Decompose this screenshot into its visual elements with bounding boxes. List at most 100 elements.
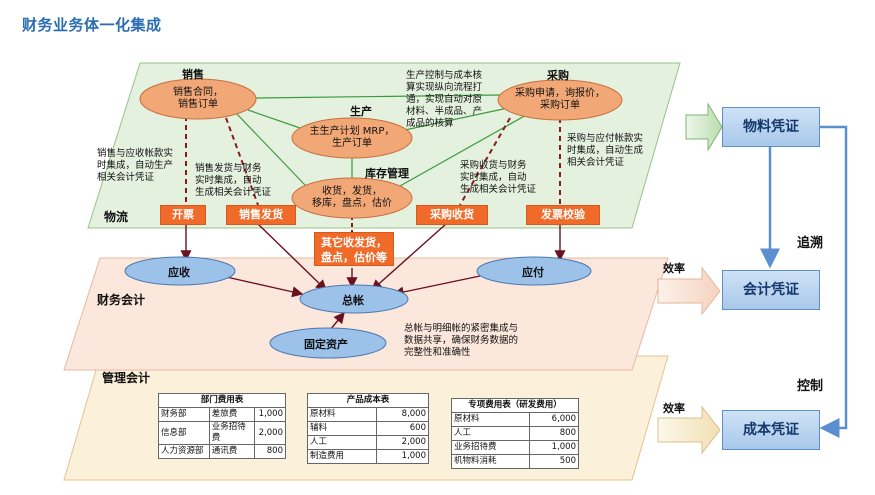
accounting-voucher-box[interactable]: 会计凭证	[722, 270, 820, 310]
arrow-ar-gl	[221, 275, 304, 298]
dept-expense-table: 部门费用表 财务部 差旅费 1,000 信息部 业务招待费 2,000 人力资源…	[158, 393, 287, 459]
table-row: 机物料消耗 500	[450, 454, 579, 469]
sales-ellipse[interactable]	[139, 78, 257, 120]
purchase-label: 采购	[547, 69, 569, 82]
table-row: 制造费用 1,000	[306, 449, 429, 464]
page-title: 财务业务体一化集成	[22, 16, 162, 34]
control-arrow	[818, 125, 848, 438]
event-sales-ship[interactable]: 销售发货	[226, 205, 296, 225]
table-row: 人工 2,000	[306, 435, 429, 450]
cost-voucher-box[interactable]: 成本凭证	[722, 410, 820, 450]
arrow-to-accounting-voucher	[657, 266, 721, 316]
production-ellipse[interactable]	[291, 117, 413, 159]
product-table-title: 产品成本表	[307, 393, 429, 408]
inventory-content: 收货，发货， 移库，盘点，估价	[312, 186, 392, 209]
event-invoice-verify[interactable]: 发票校验	[526, 205, 600, 225]
finance-plane	[63, 257, 669, 371]
production-label: 生产	[350, 105, 372, 118]
link-inventory-purchase	[399, 113, 529, 187]
gl-ellipse[interactable]	[299, 284, 409, 314]
table-cell: 人工	[306, 435, 378, 450]
table-cell: 辅料	[306, 421, 378, 436]
table-cell: 1,000	[253, 407, 287, 422]
table-row: 人工 800	[450, 426, 579, 441]
table-cell: 差旅费	[208, 407, 255, 422]
gl-label: 总帐	[342, 294, 364, 307]
event-invoice[interactable]: 开票	[160, 205, 206, 225]
table-cell: 2,000	[253, 421, 287, 445]
material-voucher-box[interactable]: 物料凭证	[722, 107, 820, 147]
table-cell: 制造费用	[306, 449, 378, 464]
logistics-plane-label: 物流	[104, 210, 129, 224]
note-sales-ar: 销售与应收帐款实 时集成，自动生产 相关会计凭证	[97, 148, 174, 183]
production-content: 主生产计划 MRP， 生产订单	[309, 126, 395, 149]
sales-content: 销售合同， 销售订单	[173, 87, 223, 110]
note-sales-ship: 销售发货与财务 实时集成，自动 生成相关会计凭证	[195, 163, 272, 198]
ap-label: 应付	[522, 266, 544, 279]
sales-label: 销售	[182, 68, 204, 81]
table-row: 原材料 6,000	[450, 412, 579, 427]
table-cell: 业务招待费	[208, 421, 255, 445]
purchase-ellipse[interactable]	[497, 79, 623, 121]
ar-label: 应收	[168, 266, 190, 279]
table-row: 原材料 8,000	[306, 407, 429, 422]
link-sales-production	[247, 109, 301, 129]
purchase-content: 采购申请，询报价， 采购订单	[515, 88, 605, 111]
table-cell: 原材料	[306, 407, 378, 422]
link-sales-purchase	[255, 94, 501, 99]
table-cell: 1,000	[376, 449, 429, 464]
table-cell: 1,000	[529, 440, 579, 455]
event-other[interactable]: 其它收发货， 盘点，估价等	[314, 232, 394, 266]
table-row: 业务招待费 1,000	[450, 440, 579, 455]
event-purchase-receive[interactable]: 采购收货	[416, 205, 488, 225]
table-cell: 800	[529, 426, 579, 441]
table-cell: 人力资源部	[158, 444, 210, 459]
ar-ellipse[interactable]	[124, 256, 236, 286]
dash-purchase-receive	[459, 117, 511, 206]
table-cell: 业务招待费	[450, 440, 531, 455]
table-row: 信息部 业务招待费 2,000	[158, 421, 287, 445]
table-cell: 通讯费	[208, 444, 255, 459]
note-production-cost: 生产控制与成本核 算实现纵向流程打 通，实现自动对原 材料、半成品、产 成品的核…	[406, 70, 483, 129]
table-row: 财务部 差旅费 1,000	[158, 407, 287, 422]
note-purchase-receive: 采购收货与财务 实时集成，自动 生成相关会计凭证	[460, 160, 537, 195]
table-row: 人力资源部 通讯费 800	[158, 444, 287, 459]
table-cell: 500	[529, 454, 579, 469]
table-cell: 机物料消耗	[450, 454, 531, 469]
dash-sales-ship	[225, 117, 259, 206]
table-cell: 原材料	[450, 412, 531, 427]
table-row: 辅料 600	[306, 421, 429, 436]
arrow-ap-gl	[392, 275, 481, 298]
table-cell: 2,000	[376, 435, 429, 450]
link-sales-inventory	[234, 111, 306, 186]
fixed-assets-ellipse[interactable]	[269, 327, 387, 359]
table-cell: 600	[376, 421, 429, 436]
table-cell: 8,000	[376, 407, 429, 422]
fixed-assets-label: 固定资产	[304, 338, 348, 351]
ap-ellipse[interactable]	[476, 256, 592, 286]
management-plane-label: 管理会计	[102, 371, 151, 385]
special-table-title: 专项费用表（研发费用）	[451, 398, 579, 413]
trace-label: 追溯	[797, 236, 824, 251]
inventory-ellipse[interactable]	[291, 177, 413, 219]
table-cell: 800	[253, 444, 287, 459]
finance-plane-label: 财务会计	[97, 293, 146, 307]
arrow-to-cost-voucher	[657, 405, 721, 455]
note-purchase-ap: 采购与应付帐款实 时集成，自动生成 相关会计凭证	[567, 133, 644, 168]
efficiency-label-management: 效率	[663, 402, 685, 415]
arrow-to-material-voucher	[685, 102, 723, 152]
table-cell: 信息部	[158, 421, 210, 445]
table-cell: 财务部	[158, 407, 210, 422]
arrow-ship-gl	[257, 223, 328, 291]
arrow-receive-gl	[370, 223, 447, 291]
efficiency-label-finance: 效率	[663, 262, 685, 275]
dept-table-title: 部门费用表	[158, 393, 286, 408]
control-label: 控制	[797, 379, 824, 394]
special-expense-table: 专项费用表（研发费用） 原材料 6,000 人工 800 业务招待费 1,000…	[450, 398, 579, 469]
product-cost-table: 产品成本表 原材料 8,000 辅料 600 人工 2,000 制造费用 1,0…	[306, 393, 429, 464]
note-ledger: 总帐与明细帐的紧密集成与 数据共享，确保财务数据的 完整性和准确性	[404, 323, 519, 358]
arrow-fixed-gl	[329, 311, 345, 331]
inventory-label: 库存管理	[365, 167, 409, 180]
table-cell: 6,000	[529, 412, 579, 427]
link-production-purchase	[404, 107, 509, 131]
